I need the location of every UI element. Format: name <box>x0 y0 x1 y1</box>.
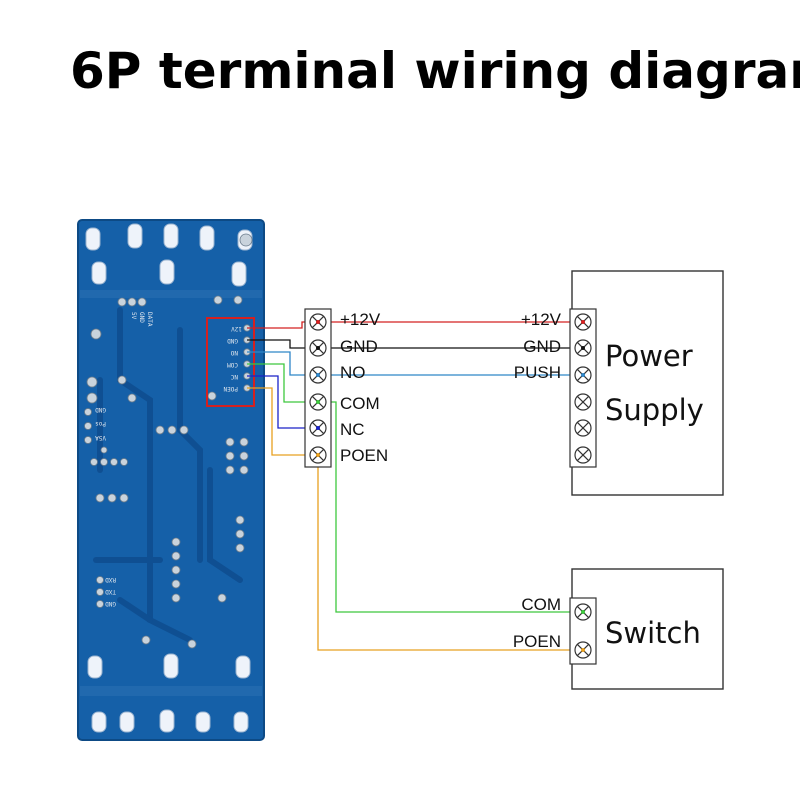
side-silk-labels: GND DATA 5V <box>130 312 153 327</box>
switch-labels: COM POEN <box>513 595 561 651</box>
supply-label-push: PUSH <box>514 363 561 382</box>
module-terminal-labels: +12V GND NO COM NC POEN <box>340 310 388 465</box>
supply-label-gnd: GND <box>523 337 561 356</box>
module-label-nc: NC <box>340 420 365 439</box>
svg-text:V5A: V5A <box>95 434 106 441</box>
svg-text:GND: GND <box>227 337 238 344</box>
wire-poen-switch <box>317 455 583 651</box>
terminal-highlight-box <box>206 317 255 407</box>
svg-text:NO: NO <box>230 349 238 356</box>
power-supply-labels: +12V GND PUSH <box>514 310 562 382</box>
svg-text:GND: GND <box>138 312 145 323</box>
module-label-no: NO <box>340 363 366 382</box>
svg-text:COM: COM <box>227 361 238 368</box>
switch-device: Switch <box>569 568 724 690</box>
power-supply-name-line2: Supply <box>605 393 704 427</box>
terminal-silk-labels: 12V GND NO COM NC POEN <box>223 325 242 392</box>
switch-label-com: COM <box>521 595 561 614</box>
switch-label-poen: POEN <box>513 632 561 651</box>
switch-name: Switch <box>605 616 701 650</box>
power-supply: Power Supply <box>569 270 724 496</box>
wire-no-board <box>247 351 318 376</box>
svg-text:POEN: POEN <box>223 385 238 392</box>
svg-text:GND: GND <box>105 600 116 607</box>
svg-text:RXD: RXD <box>105 576 116 583</box>
wire-gnd-board <box>247 339 318 349</box>
module-label-gnd: GND <box>340 337 378 356</box>
bottom-silk-labels: RXD TXD GND <box>105 576 116 607</box>
svg-text:DATA: DATA <box>146 312 153 327</box>
svg-text:NC: NC <box>230 373 238 380</box>
module-label-12v: +12V <box>340 310 381 329</box>
svg-text:TXD: TXD <box>105 588 116 595</box>
svg-text:GND: GND <box>95 406 106 413</box>
svg-text:Pos: Pos <box>95 420 106 427</box>
svg-text:12V: 12V <box>231 325 242 332</box>
left-silk-labels: GND Pos V5A <box>95 406 106 441</box>
svg-text:5V: 5V <box>130 312 137 320</box>
power-supply-name-line1: Power <box>605 339 693 373</box>
supply-label-12v: +12V <box>521 310 562 329</box>
pcb-board: 12V GND NO COM NC POEN GND DATA 5V GND P… <box>77 219 265 741</box>
diagram-title: 6P terminal wiring diagram <box>70 42 800 100</box>
wire-nc-board <box>247 375 318 429</box>
wire-com-board <box>247 363 318 403</box>
module-terminal-block <box>304 308 332 468</box>
module-label-poen: POEN <box>340 446 388 465</box>
module-label-com: COM <box>340 394 380 413</box>
wire-poen-board <box>247 387 318 456</box>
